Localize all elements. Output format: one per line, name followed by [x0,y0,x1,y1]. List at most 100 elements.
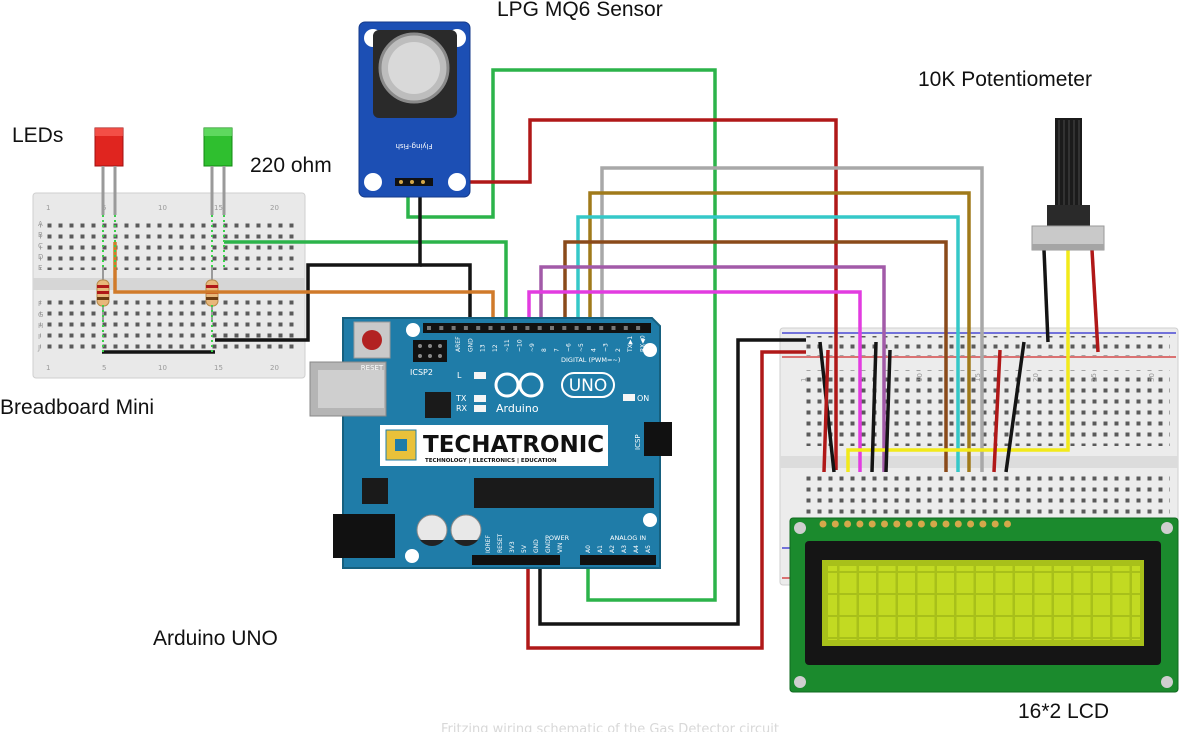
wire-cyan [576,215,960,472]
resistor-title: 220 ohm [250,154,332,177]
wires [102,68,1100,650]
breadboard-row-label: H [38,322,43,330]
rx-label: RX [456,404,468,413]
analog-pin-label: A1 [597,545,604,553]
lcd-16x2 [789,517,1179,693]
breadboard-col-label: 5 [102,364,106,372]
arduino-title: Arduino UNO [153,627,278,650]
digital-pin-label: ~11 [504,339,511,352]
reset-label: RESET [361,364,384,372]
digital-pin-label: 7 [553,348,560,352]
breadboard-row-label: F [38,300,42,308]
wire-gnd-13 [420,263,472,328]
analog-label: ANALOG IN [610,534,646,542]
digital-pin-label: 13 [480,344,487,352]
connection-highlights [102,215,225,352]
breadboard-col-label: 15 [214,364,223,372]
wire-green-led [224,240,508,328]
digital-pin-label: ~5 [578,343,585,352]
arduino-logo-text: Arduino [496,402,539,415]
digital-label: DIGITAL (PWM=~) [561,356,620,364]
arduino-logo [494,372,615,398]
footer-text: Fritzing wiring schematic of the Gas Det… [441,722,779,732]
wire-brown [563,240,948,472]
digital-pin-label: 12 [492,344,499,352]
power-label: POWER [545,534,570,542]
on-label: ON [637,394,649,403]
digital-pin-label: ~10 [517,339,524,352]
digital-pin-label: AREF [455,336,462,352]
icsp-label: ICSP [634,434,642,450]
digital-pin-label: 8 [541,348,548,352]
power-pin-label: VIN [557,543,564,553]
digital-pin-label: RX◀0 [640,335,647,352]
brand-tagline: TECHNOLOGY | ELECTRONICS | EDUCATION [425,458,557,464]
breadboard-col-label: 20 [1032,373,1040,382]
wire-5v [526,350,806,650]
digital-pin-label: ~9 [529,343,536,352]
sensor-title: LPG MQ6 Sensor [497,0,663,21]
breadboard-row-label: C [38,242,43,250]
wire-sensor-gnd [215,182,422,342]
wire-olive [588,191,971,472]
breadboard-col-label: 15 [214,204,223,212]
power-pin-label: RESET [497,533,504,553]
wire-magenta [527,290,862,472]
tx-label: TX [455,394,467,403]
sensor-board-text: Flying-Fish [395,142,432,150]
breadboard-row-label: G [38,311,43,319]
breadboard-col-label: 15 [974,373,982,382]
breadboard-col-label: 5 [858,378,866,382]
leds-title: LEDs [12,124,64,147]
wire-sensor-vcc [430,118,838,470]
breadboard-title: Breadboard Mini [0,396,155,419]
breadboard-col-label: 10 [158,364,167,372]
analog-pin-label: A0 [585,545,592,553]
power-pin-label: IOREF [485,535,492,553]
breadboard-col-label: 1 [46,204,50,212]
breadboard-row-label: D [38,253,43,261]
uno-text: UNO [569,376,608,396]
digital-pin-label: ~3 [603,343,610,352]
breadboard-col-label: 30 [1148,373,1156,382]
digital-pin-label: ~6 [566,343,573,352]
breadboard-col-label: 20 [270,364,279,372]
resistor-1 [96,265,110,320]
lcd-title: 16*2 LCD [1018,700,1110,723]
wire-gnd [538,338,806,626]
brand-text: TECHATRONIC [423,432,604,458]
wire-pot-gnd [1042,249,1050,343]
breadboard-col-label: 10 [916,373,924,382]
wire-gray [600,166,984,472]
analog-pin-label: A3 [621,545,628,553]
arduino-uno [309,317,672,569]
wire-pot-vcc [1090,249,1100,353]
icsp2-label: ICSP2 [410,368,433,377]
breadboard-col-label: 1 [800,378,808,382]
analog-pin-label: A5 [645,545,652,553]
wire-sensor-do [406,68,717,602]
mq6-sensor: Flying-Fish [358,21,471,198]
potentiometer-title: 10K Potentiometer [918,68,1092,91]
breadboard-col-label: 1 [46,364,50,372]
digital-pin-label: 2 [615,348,622,352]
wire-pot-wiper [846,250,1070,472]
potentiometer [1031,118,1105,251]
breadboard-row-label: E [38,264,42,272]
analog-pin-label: A2 [609,545,616,553]
digital-pin-label: 4 [590,348,597,352]
power-pin-label: GND [533,539,540,553]
breadboard-row-label: J [37,344,40,352]
analog-pin-label: A4 [633,545,640,553]
power-pin-label: GND [545,539,552,553]
l-label: L [457,371,462,380]
red-led [94,127,124,215]
breadboard-col-label: 25 [1090,373,1098,382]
green-led [203,127,233,215]
breadboard-row-label: B [38,231,43,239]
power-pin-label: 3V3 [509,541,516,553]
breadboard-row-label: A [38,220,43,228]
board-text: TECHATRONIC TECHNOLOGY | ELECTRONICS | E… [361,335,652,553]
